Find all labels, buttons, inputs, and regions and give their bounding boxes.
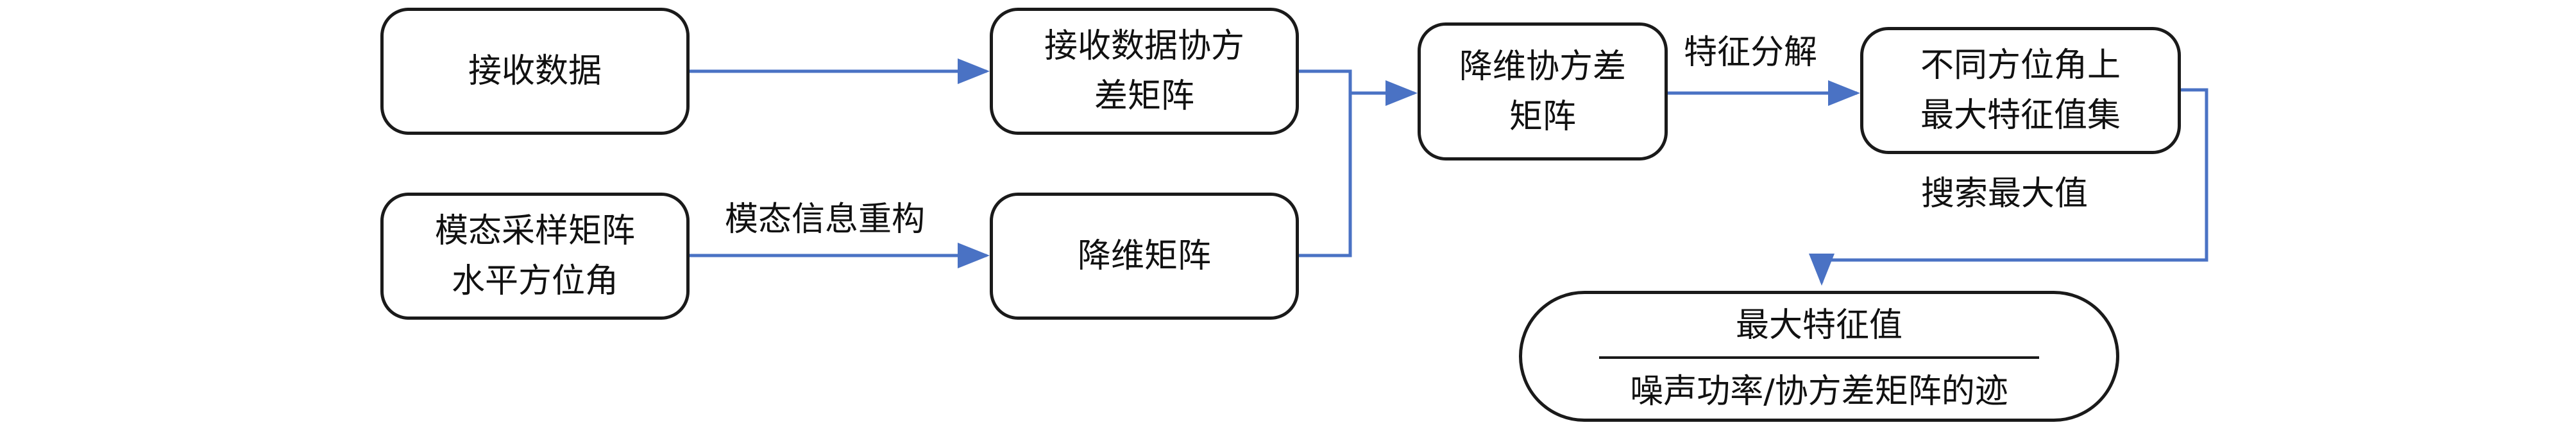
node-reduced-covariance-line1: 降维协方差 (1459, 47, 1626, 86)
node-dimension-reduction-matrix: 降维矩阵 (990, 193, 1299, 320)
fraction-bar (1599, 356, 2039, 359)
node-receive-data-label: 接收数据 (468, 52, 602, 91)
node-covariance-line2: 差矩阵 (1094, 77, 1194, 116)
edge-label-search-max: 搜索最大值 (1921, 175, 2089, 213)
node-mode-sampling-line1: 模态采样矩阵 (434, 212, 635, 250)
connector-reduction-merge (1299, 93, 1352, 257)
node-max-eigenvalue-set-line2: 最大特征值集 (1920, 96, 2121, 135)
node-covariance-matrix: 接收数据协方 差矩阵 (990, 8, 1299, 135)
edge-label-mode-reconstruction: 模态信息重构 (725, 200, 926, 239)
node-reduced-covariance-line2: 矩阵 (1509, 97, 1576, 136)
node-max-eigenvalue-set: 不同方位角上 最大特征值集 (1860, 27, 2181, 154)
arrow-eigen-set-to-result (1809, 88, 2208, 286)
node-mode-sampling-line2: 水平方位角 (451, 262, 618, 300)
result-denominator: 噪声功率/协方差矩阵的迹 (1630, 372, 2008, 411)
node-max-eigenvalue-set-line1: 不同方位角上 (1920, 46, 2121, 85)
node-reduced-covariance-matrix: 降维协方差 矩阵 (1418, 22, 1668, 160)
node-result-ratio: 最大特征值 噪声功率/协方差矩阵的迹 (1519, 291, 2119, 422)
edge-label-eigen-decomposition: 特征分解 (1684, 33, 1818, 72)
connector-covariance-merge (1299, 69, 1352, 93)
result-numerator: 最大特征值 (1735, 306, 1902, 345)
node-covariance-line1: 接收数据协方 (1044, 27, 1244, 65)
node-dimension-reduction-label: 降维矩阵 (1077, 237, 1211, 275)
node-receive-data: 接收数据 (380, 8, 690, 135)
node-mode-sampling-matrix: 模态采样矩阵 水平方位角 (380, 193, 690, 320)
